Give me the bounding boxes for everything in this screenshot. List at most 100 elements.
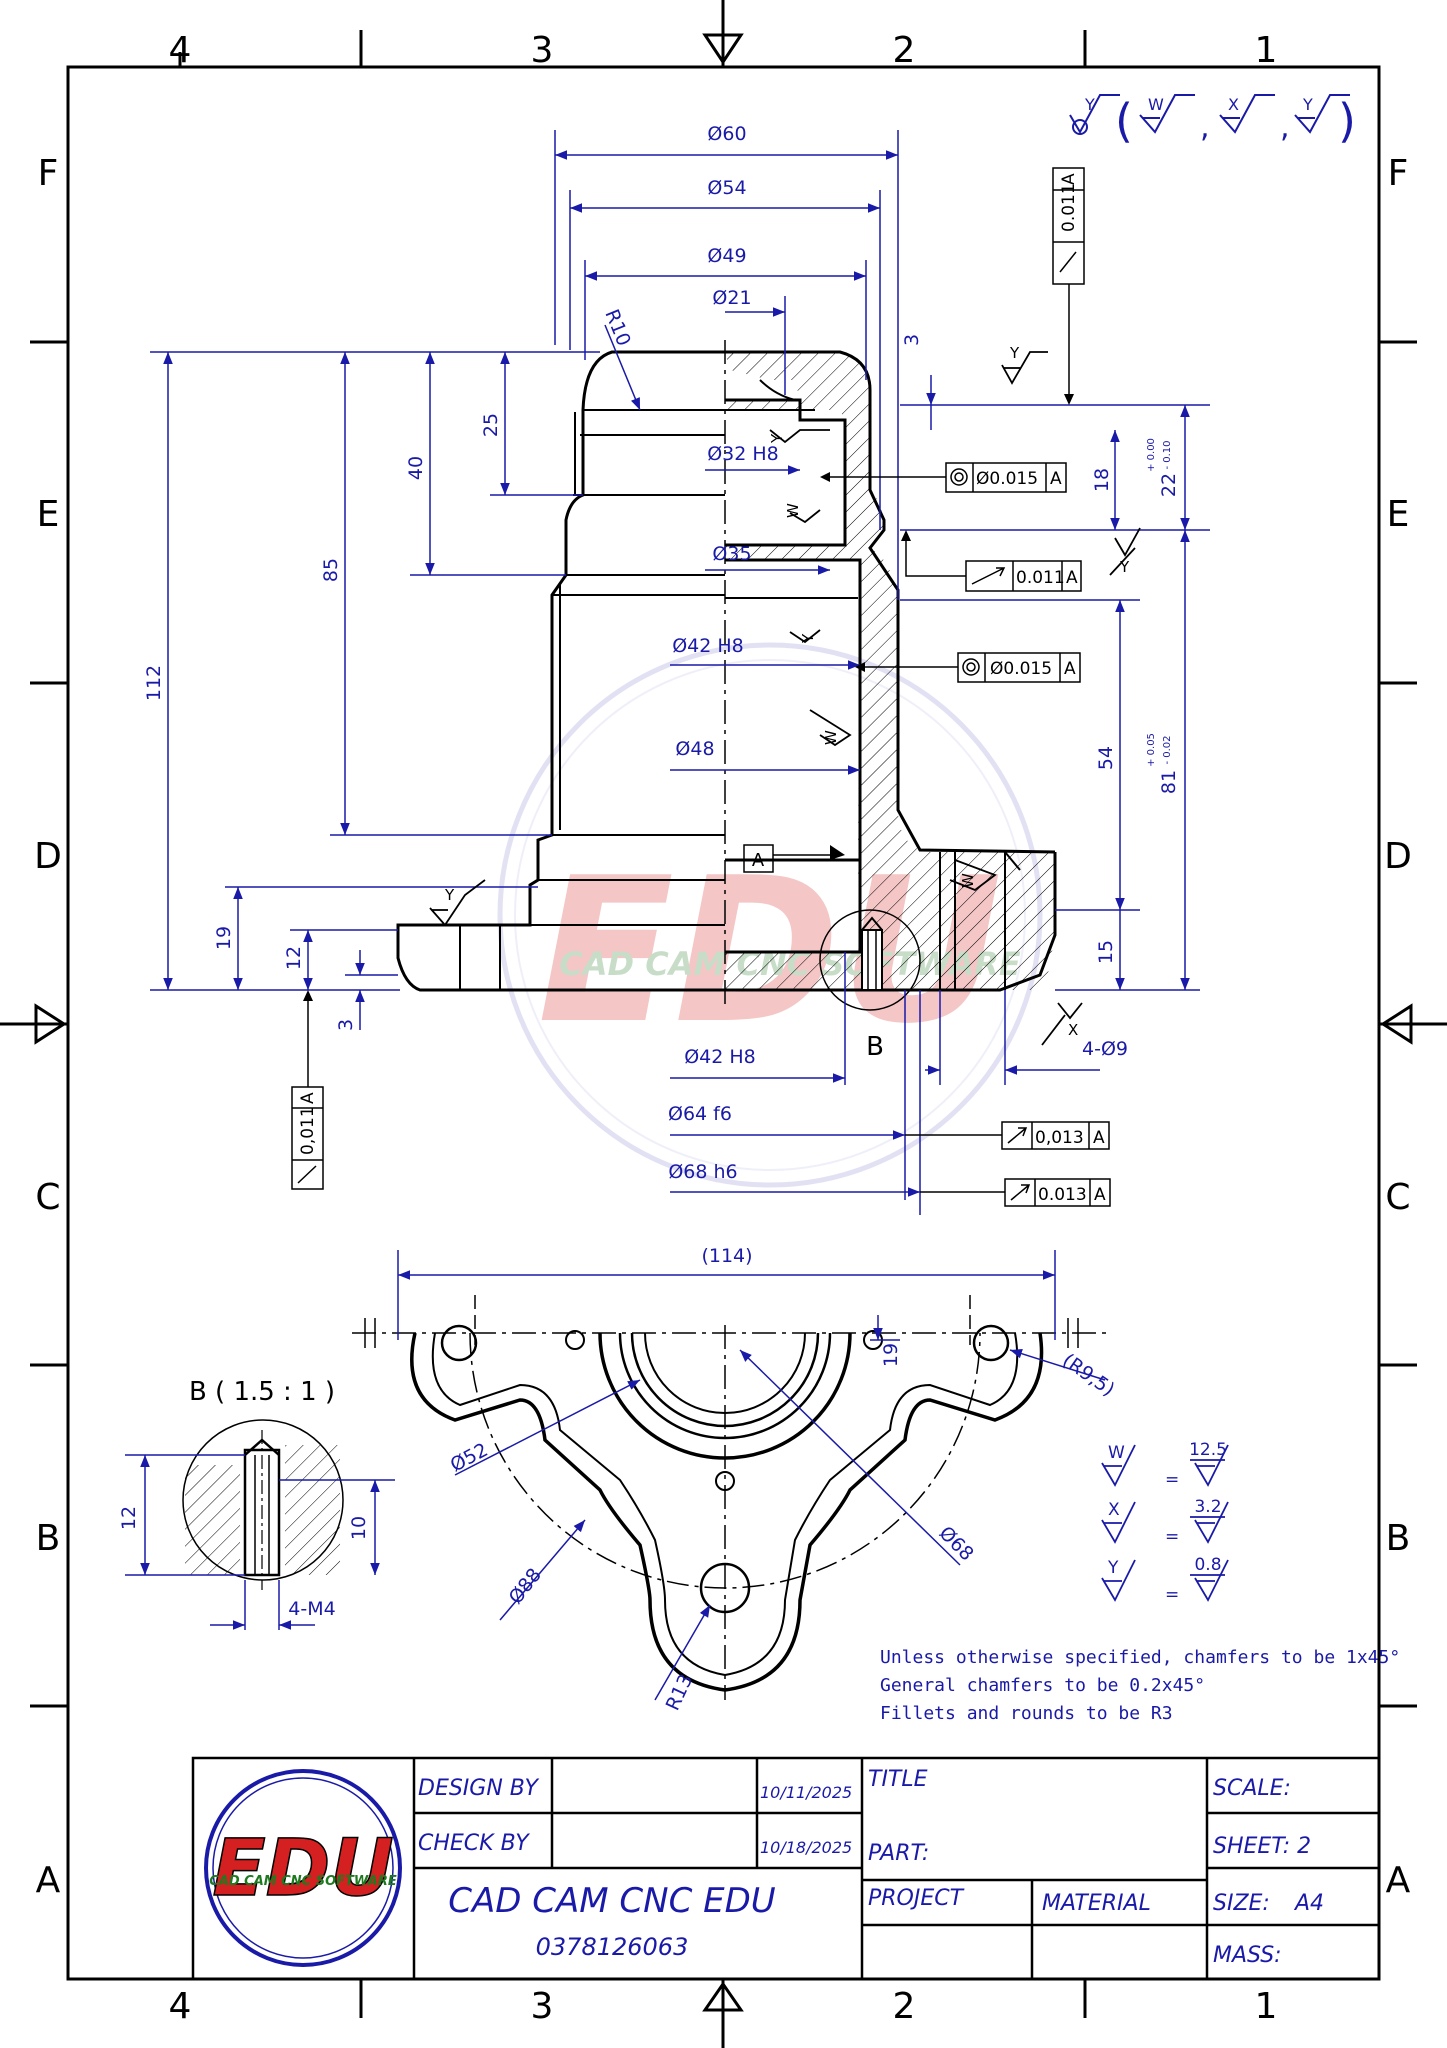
dim-detail-12: 12 [118,1506,140,1530]
zone-row-b-left: B [36,1518,61,1559]
svg-text:X: X [1108,1500,1120,1520]
svg-text:A: A [1050,469,1062,489]
svg-text:Y: Y [1107,1558,1119,1578]
zone-labels: 4 3 2 1 4 3 2 1 F E D C B A F E D C B A [34,30,1412,2027]
dim-v81: 81 [1158,770,1180,794]
plan-view-dimensions [397,1250,1106,1701]
dim-v15: 15 [1095,940,1117,964]
svg-text:Y: Y [1119,558,1130,576]
svg-text:=: = [1165,1527,1179,1547]
dim-d64f6: Ø64 f6 [668,1103,732,1125]
project-label: PROJECT [868,1886,965,1911]
dim-v22-tol-lo: - 0.10 [1162,440,1173,469]
detail-b: B ( 1.5 : 1 ) [182,1377,344,1590]
zone-col-4-bottom: 4 [169,1986,192,2027]
surface-legend: W = 12.5 X = 3.2 Y = 0.8 [1101,1440,1229,1605]
section-surface-symbols: Y Y W Y W W Y Y X [429,344,1141,1046]
zone-row-a-right: A [1386,1860,1411,1901]
dim-v81-tol-lo: - 0.02 [1162,735,1173,764]
dim-holes: 4-Ø9 [1082,1038,1128,1060]
zone-row-d-left: D [34,836,62,877]
dim-v22-tol-up: + 0.00 [1146,438,1157,472]
svg-text:Y: Y [444,886,455,904]
sheet-label: SHEET: 2 [1213,1834,1311,1859]
dim-d48: Ø48 [675,738,714,760]
dim-r9-5: (R9,5) [1058,1349,1118,1400]
design-date: 10/11/2025 [760,1783,852,1802]
zone-row-c-left: C [35,1177,60,1218]
svg-text:=: = [1165,1470,1179,1490]
dim-d88: Ø88 [505,1564,546,1608]
svg-text:Y: Y [1084,95,1095,114]
datum-a-label: A [752,850,765,871]
zone-row-d-right: D [1384,836,1412,877]
company-phone: 0378126063 [536,1933,689,1961]
plan-view-labels: (114) 19 (R9,5) Ø52 Ø68 Ø88 R13 [447,1245,1119,1714]
svg-text:,: , [1200,110,1210,145]
section-view: A [396,340,1057,1011]
zone-row-b-right: B [1386,1518,1411,1559]
section-dimensions [150,130,1210,1215]
detail-b-labels: 12 10 4-M4 [118,1506,370,1620]
zone-row-a-left: A [36,1860,61,1901]
general-notes: Unless otherwise specified, chamfers to … [880,1647,1400,1724]
svg-text:0.011: 0.011 [1016,568,1065,588]
dim-v54: 54 [1095,746,1117,770]
note-3: Fillets and rounds to be R3 [880,1703,1173,1724]
zone-col-3-top: 3 [531,30,554,71]
svg-text:Ø0.015: Ø0.015 [976,469,1038,489]
svg-text:A: A [1094,1185,1106,1205]
zone-row-e-left: E [37,494,60,535]
dim-d35: Ø35 [712,543,751,565]
svg-text:A: A [1064,659,1076,679]
section-label-b: B [866,1032,884,1062]
svg-text:0.011: 0.011 [1059,183,1079,232]
svg-text:Ø0.015: Ø0.015 [990,659,1052,679]
svg-text:A: A [1093,1128,1105,1148]
svg-text:Y: Y [1009,344,1020,362]
dim-v81-tol-up: + 0.05 [1146,733,1157,767]
check-date: 10/18/2025 [760,1838,852,1857]
dim-d114: (114) [701,1245,752,1267]
svg-text:0.013: 0.013 [1038,1185,1087,1205]
zone-col-3-bottom: 3 [531,1986,554,2027]
dim-v25: 25 [480,413,502,437]
svg-text:X: X [1068,1021,1078,1039]
svg-text:0,013: 0,013 [1035,1128,1084,1148]
svg-text:Y: Y [768,433,786,444]
gdt-runout-c1: 0,013 A [905,1121,1110,1150]
company-name: CAD CAM CNC EDU [448,1881,776,1921]
size-label: SIZE: [1213,1891,1270,1916]
dim-d49: Ø49 [707,245,746,267]
dim-v3-bottom: 3 [335,1019,357,1031]
zone-col-2-top: 2 [893,30,916,71]
svg-text:W: W [959,873,977,888]
svg-text:A: A [1066,568,1078,588]
gdt-runout-top: 0.011 A [1052,167,1085,405]
svg-text:3.2: 3.2 [1194,1497,1221,1517]
general-surface-finish: Y ( W , X , Y ) [1069,94,1356,148]
dim-v19-plan: 19 [880,1343,902,1367]
dim-detail-m4: 4-M4 [288,1598,335,1620]
scale-label: SCALE: [1213,1776,1291,1801]
gdt-concentricity-2: Ø0.015 A [855,652,1081,683]
note-2: General chamfers to be 0.2x45° [880,1675,1205,1696]
dim-v12: 12 [283,946,305,970]
gdt-runout-mid: 0.011 A [901,530,1082,592]
mass-label: MASS: [1213,1943,1282,1968]
logo-subtext: CAD CAM CNC SOFTWARE [209,1874,397,1889]
dim-d42h8-bottom: Ø42 H8 [684,1046,756,1068]
zone-row-f-right: F [1388,153,1409,194]
dim-v40: 40 [405,456,427,480]
svg-text:A: A [1059,173,1079,185]
zone-col-1-bottom: 1 [1255,1986,1278,2027]
zone-col-4-top: 4 [169,30,192,71]
svg-text:Y: Y [799,633,817,644]
check-by-label: CHECK BY [418,1831,530,1856]
svg-text:Y: Y [1302,95,1313,114]
dim-v112: 112 [143,665,165,701]
size-value: A4 [1293,1891,1324,1916]
section-dimension-labels: Ø60 Ø54 Ø49 Ø21 R10 Ø32 H8 Ø35 Ø42 H8 Ø4… [143,123,1180,1183]
design-by-label: DESIGN BY [418,1776,539,1801]
